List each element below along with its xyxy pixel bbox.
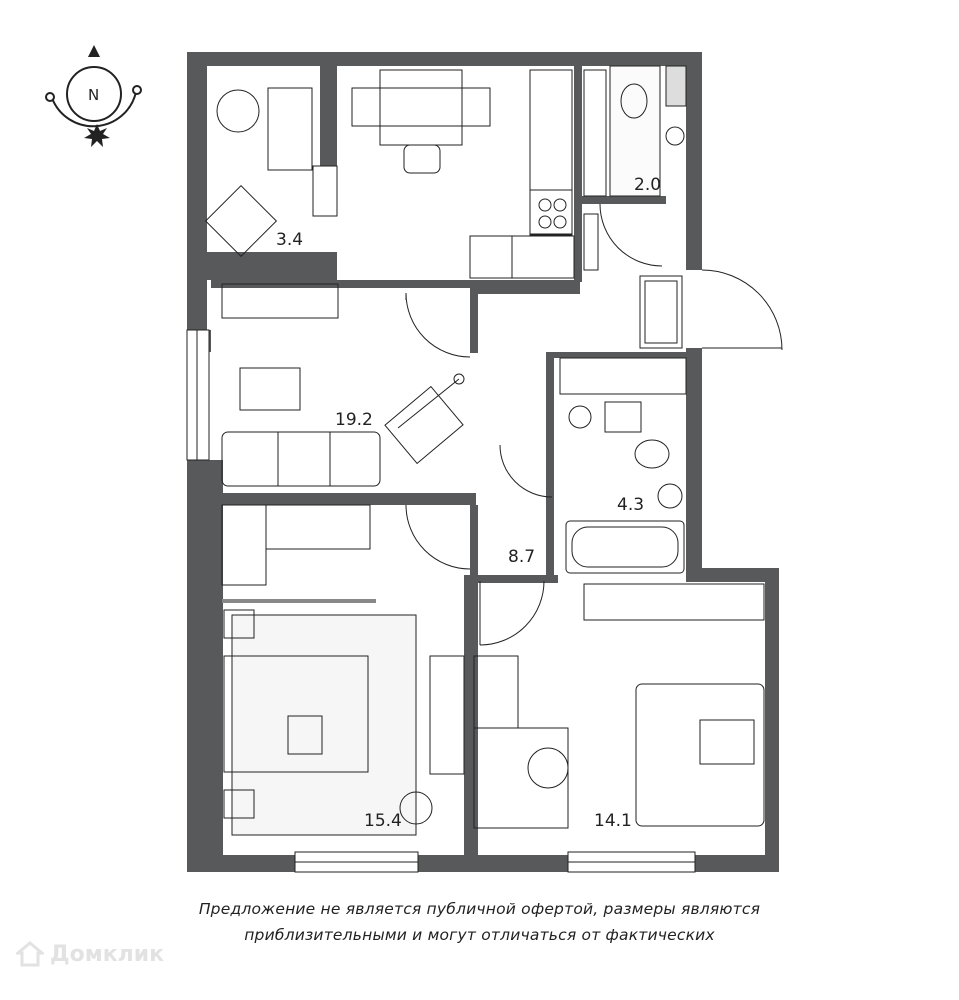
sun-icon (84, 124, 110, 147)
balcony-furniture (204, 87, 313, 258)
floor-plan: 3.4 19.2 2.0 4.3 8.7 15.4 14.1 N (45, 45, 783, 873)
north-arrow-icon (88, 45, 100, 57)
bath-area-label: 4.3 (617, 495, 644, 515)
disclaimer-line-1: Предложение не является публичной оферто… (198, 900, 761, 918)
compass-north-label: N (88, 86, 99, 104)
bedroom-area-label: 15.4 (364, 811, 402, 831)
doors (405, 203, 783, 646)
wc (609, 65, 687, 197)
bathroom (559, 275, 687, 574)
living-room (221, 283, 465, 487)
watermark-text: Домклик (50, 941, 165, 967)
house-logo-icon (16, 941, 44, 967)
kitchen (351, 69, 607, 279)
balcony-area-label: 3.4 (276, 230, 303, 250)
watermark: Домклик (16, 940, 164, 968)
living-area-label: 19.2 (335, 410, 373, 430)
disclaimer-line-2: приблизительными и могут отличаться от ф… (244, 926, 715, 944)
room2-area-label: 14.1 (594, 811, 632, 831)
windows (186, 165, 696, 873)
second-room (473, 583, 765, 829)
hall-area-label: 8.7 (508, 547, 535, 567)
bedroom (221, 504, 465, 836)
compass: N (45, 45, 142, 147)
wc-area-label: 2.0 (634, 175, 661, 195)
